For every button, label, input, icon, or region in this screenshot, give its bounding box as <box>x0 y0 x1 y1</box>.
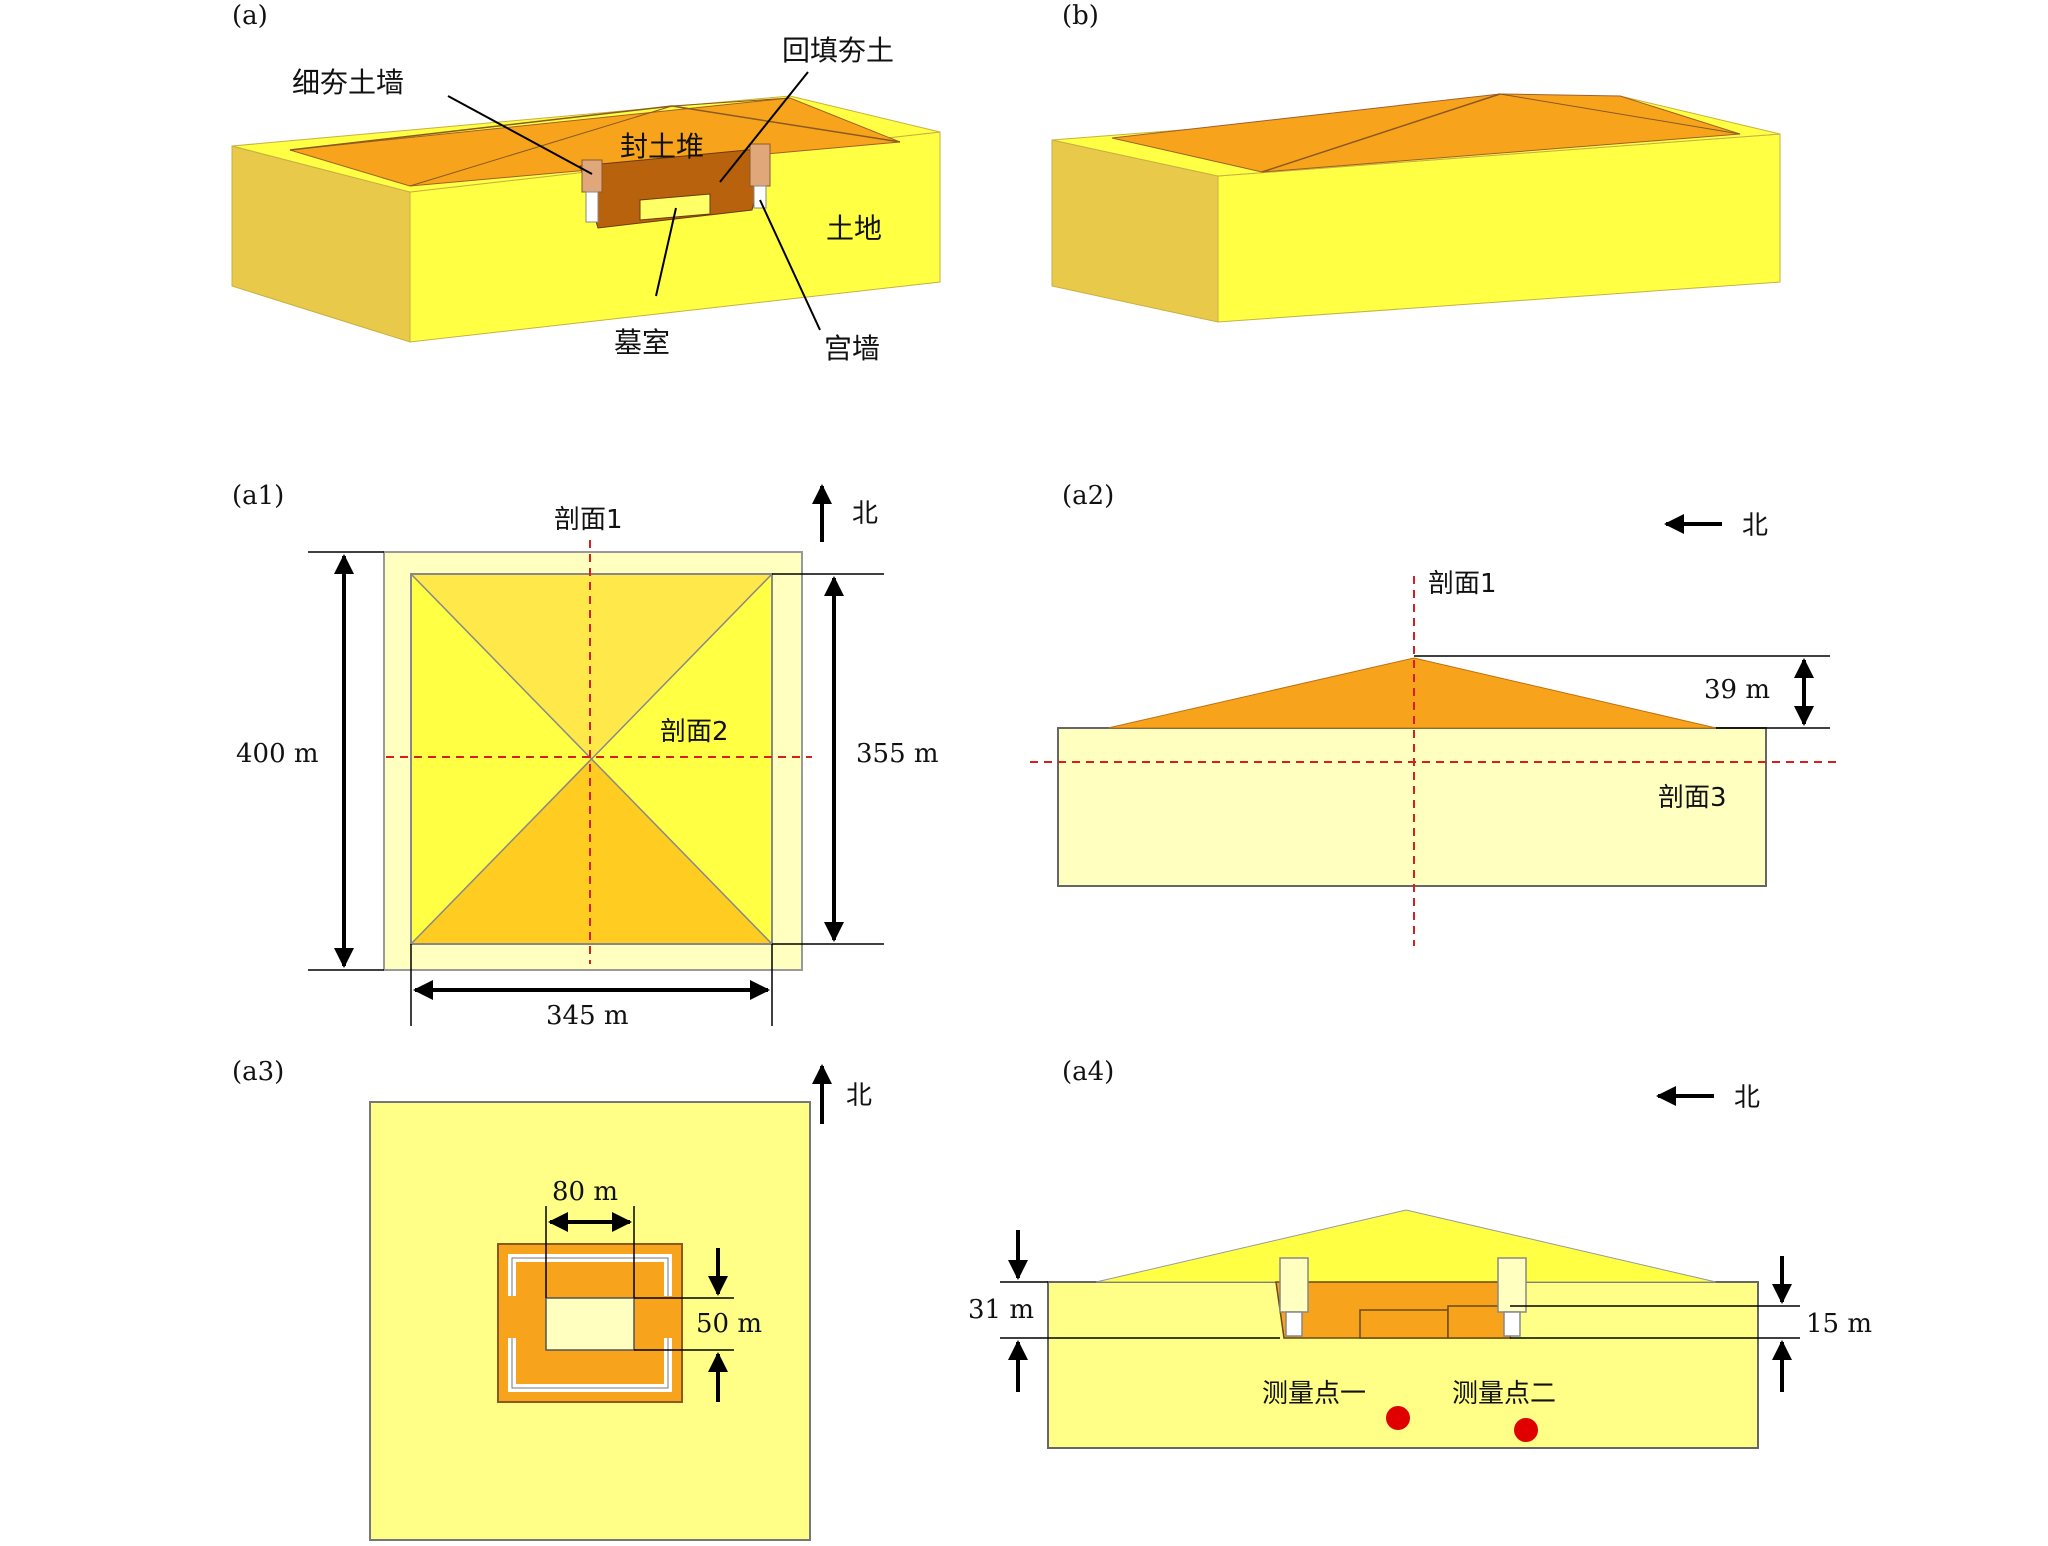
north-label-a2: 北 <box>1742 511 1768 541</box>
north-label-a4: 北 <box>1734 1083 1760 1113</box>
label-chamber: 墓室 <box>614 326 670 359</box>
mound-section-a4 <box>1095 1209 1717 1283</box>
dim-80-label: 80 m <box>552 1177 618 1207</box>
mound-section <box>1107 657 1717 729</box>
mound-face-east <box>591 574 772 944</box>
dim-400-label: 400 m <box>236 739 319 769</box>
mound-face-north <box>411 574 772 758</box>
dim-15-label: 15 m <box>1806 1309 1872 1339</box>
label-section2: 剖面2 <box>660 717 729 747</box>
measurement-point-2 <box>1514 1418 1538 1442</box>
ground-section <box>1057 727 1767 887</box>
label-backfill: 回填夯土 <box>782 34 894 67</box>
label-land: 土地 <box>826 212 882 245</box>
panel-a4-label: (a4) <box>1062 1057 1114 1087</box>
label-section3: 剖面3 <box>1658 783 1727 813</box>
panel-a2-label: (a2) <box>1062 481 1114 511</box>
wall-right <box>749 143 771 187</box>
panel-a1: (a1) 剖面1 剖面2 北 400 m 355 m 345 m <box>232 481 939 1031</box>
mound-face-west <box>411 574 591 944</box>
dim-345-label: 345 m <box>546 1001 629 1031</box>
north-label-a3: 北 <box>846 1081 872 1111</box>
wall-left-a4 <box>1279 1257 1309 1313</box>
label-section1-a2: 剖面1 <box>1428 569 1497 599</box>
wall-left <box>581 159 603 193</box>
dim-31-label: 31 m <box>968 1295 1034 1325</box>
label-point2: 测量点二 <box>1452 1379 1556 1409</box>
panel-a3: (a3) 北 80 m 50 m <box>232 1057 872 1541</box>
chamber-section-left <box>1359 1309 1449 1339</box>
chamber-opening <box>639 193 711 221</box>
panel-a4: (a4) 北 31 m 15 m 测量点一 测量点二 <box>968 1057 1872 1449</box>
wall-right-a4 <box>1497 1257 1527 1313</box>
panel-b: (b) <box>1051 1 1781 323</box>
north-label: 北 <box>852 499 878 529</box>
panel-a2: (a2) 北 剖面1 剖面3 39 m <box>1030 481 1842 946</box>
mound-face-south <box>411 758 772 944</box>
dim-39-label: 39 m <box>1704 675 1770 705</box>
chamber-plan <box>545 1297 635 1351</box>
label-palace-wall: 宫墙 <box>824 332 880 365</box>
panel-a1-label: (a1) <box>232 481 284 511</box>
label-thin-wall: 细夯土墙 <box>292 66 404 99</box>
panel-a3-label: (a3) <box>232 1057 284 1087</box>
panel-a-label: (a) <box>232 1 268 31</box>
panel-b-label: (b) <box>1062 1 1099 31</box>
measurement-point-1 <box>1386 1406 1410 1430</box>
label-point1: 测量点一 <box>1262 1379 1366 1409</box>
label-section1: 剖面1 <box>554 505 623 535</box>
dim-50-label: 50 m <box>696 1309 762 1339</box>
mound-top-b <box>1111 93 1741 173</box>
dim-355-label: 355 m <box>856 739 939 769</box>
label-mound: 封土堆 <box>620 130 704 163</box>
panel-a: (a) 细夯土墙 回填夯土 封土堆 土地 墓室 宫墙 <box>231 1 941 365</box>
